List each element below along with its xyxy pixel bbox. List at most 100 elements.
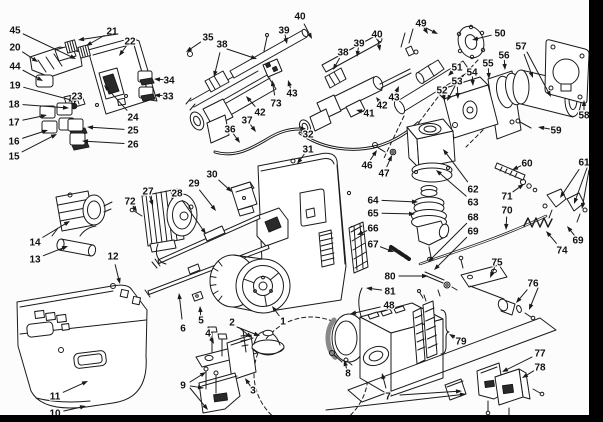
part-label-13: 13 xyxy=(28,246,68,267)
part-label-1: 1 xyxy=(272,306,287,329)
part-label-55: 55 xyxy=(481,57,495,79)
part-label-47: 47 xyxy=(377,155,392,181)
leader-arrow xyxy=(189,387,208,410)
part-label-27: 27 xyxy=(141,185,155,206)
svg-text:27: 27 xyxy=(142,187,154,198)
part-label-57: 57 xyxy=(514,40,533,78)
lever-61 xyxy=(546,188,567,208)
motor-27 xyxy=(129,188,198,265)
button xyxy=(69,132,86,146)
part-label-64: 64 xyxy=(366,194,418,208)
part-label-15: 15 xyxy=(7,134,57,164)
part-label-52: 52 xyxy=(435,84,449,101)
screw-59 xyxy=(515,118,521,124)
svg-text:31: 31 xyxy=(302,145,314,156)
svg-text:11: 11 xyxy=(50,392,61,403)
svg-text:45: 45 xyxy=(9,26,21,37)
burner-cover-10 xyxy=(16,283,148,409)
svg-text:3: 3 xyxy=(250,386,256,397)
svg-text:71: 71 xyxy=(501,192,513,203)
part-label-74: 74 xyxy=(546,231,569,258)
part-label-79: 79 xyxy=(449,334,468,349)
leader-arrow xyxy=(580,169,590,209)
part-label-45: 45 xyxy=(8,24,76,59)
svg-text:15: 15 xyxy=(8,152,20,163)
adapter-2 xyxy=(251,339,285,355)
part-label-3: 3 xyxy=(245,378,257,398)
part-label-38: 38 xyxy=(213,38,229,77)
svg-text:29: 29 xyxy=(188,179,200,190)
part-label-17: 17 xyxy=(7,114,47,130)
part-label-54: 54 xyxy=(465,66,479,86)
svg-text:62: 62 xyxy=(467,185,479,196)
svg-text:38: 38 xyxy=(216,40,228,51)
part-label-51: 51 xyxy=(448,61,464,76)
leader-arrow xyxy=(189,372,206,383)
svg-text:60: 60 xyxy=(521,159,533,170)
svg-text:39: 39 xyxy=(278,26,290,37)
part-label-43: 43 xyxy=(285,80,299,101)
part-label-7: 7 xyxy=(381,373,392,404)
svg-text:6: 6 xyxy=(180,324,186,335)
part-label-28: 28 xyxy=(170,187,206,234)
svg-text:12: 12 xyxy=(107,252,119,263)
svg-text:13: 13 xyxy=(29,255,41,266)
terminal-block xyxy=(77,44,91,59)
part-label-19: 19 xyxy=(8,79,75,102)
screw-12 xyxy=(110,283,116,289)
part-label-6: 6 xyxy=(177,293,187,336)
svg-text:56: 56 xyxy=(498,51,510,62)
part-label-24: 24 xyxy=(104,85,140,125)
part-label-61: 61 xyxy=(560,156,591,198)
motor-14 xyxy=(51,190,113,237)
svg-text:5: 5 xyxy=(198,316,204,327)
washer-47 xyxy=(389,148,397,156)
mount-bracket-assembly xyxy=(195,326,343,414)
clip-5 xyxy=(191,290,204,302)
svg-text:39: 39 xyxy=(353,39,365,50)
part-label-40: 40 xyxy=(370,28,384,51)
part-label-32: 32 xyxy=(300,126,315,142)
svg-text:22: 22 xyxy=(124,37,136,48)
svg-text:4: 4 xyxy=(205,329,211,340)
svg-text:40: 40 xyxy=(371,30,383,41)
svg-text:69: 69 xyxy=(467,227,479,238)
part-label-4: 4 xyxy=(204,327,214,344)
svg-text:24: 24 xyxy=(127,113,139,124)
svg-text:66: 66 xyxy=(367,224,379,235)
part-label-18: 18 xyxy=(7,98,69,112)
button xyxy=(67,118,84,132)
part-label-12: 12 xyxy=(106,250,121,284)
leader-arrow xyxy=(325,392,466,411)
part-label-49: 49 xyxy=(414,17,428,34)
svg-text:72: 72 xyxy=(124,197,136,208)
spring-74 xyxy=(523,217,553,228)
svg-text:59: 59 xyxy=(550,126,562,137)
svg-text:17: 17 xyxy=(8,118,20,129)
svg-text:79: 79 xyxy=(455,337,467,348)
mounting-flange-58 xyxy=(544,39,590,104)
part-label-77: 77 xyxy=(502,347,547,372)
svg-text:51: 51 xyxy=(451,63,463,74)
flange-50 xyxy=(457,25,485,59)
part-label-41: 41 xyxy=(356,107,376,121)
svg-text:75: 75 xyxy=(491,258,503,269)
part-label-39: 39 xyxy=(352,37,366,57)
part-label-75: 75 xyxy=(490,256,504,278)
air-valve-assembly xyxy=(372,118,456,262)
part-label-42: 42 xyxy=(246,96,267,120)
part-label-9: 9 xyxy=(179,379,204,393)
part-label-31: 31 xyxy=(297,143,315,164)
bracket-foot xyxy=(444,378,467,401)
svg-text:46: 46 xyxy=(361,161,373,172)
svg-text:38: 38 xyxy=(337,48,349,59)
screw-8b xyxy=(329,350,335,356)
svg-text:33: 33 xyxy=(162,92,174,103)
svg-text:74: 74 xyxy=(556,246,568,257)
part-label-68: 68 xyxy=(428,211,480,262)
svg-text:77: 77 xyxy=(534,349,546,360)
part-label-30: 30 xyxy=(205,168,232,192)
svg-text:55: 55 xyxy=(482,59,494,70)
